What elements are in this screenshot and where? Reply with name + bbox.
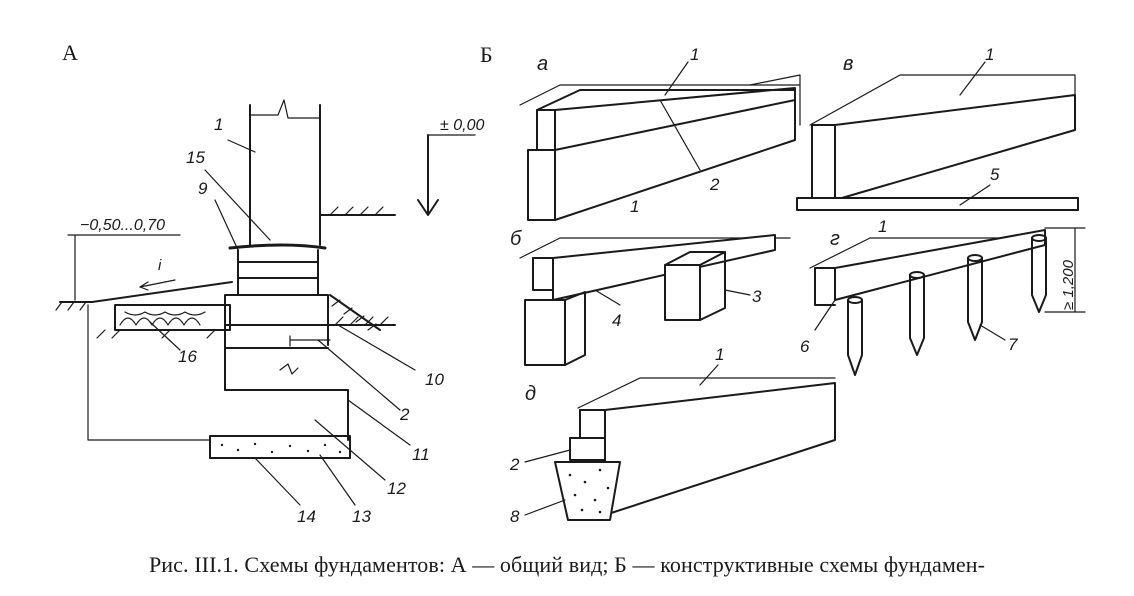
callout-a-9: 9 — [198, 179, 208, 198]
callout-b-b-1: 1 — [630, 197, 639, 216]
ground-slope — [91, 281, 233, 303]
foundation-wall — [224, 294, 329, 391]
zero-level-arrow — [417, 134, 439, 216]
waterproofing-layer — [228, 243, 327, 250]
callout-b-d-1: 1 — [715, 345, 724, 364]
callout-b-d-2: 2 — [509, 455, 520, 474]
callout-a-14: 14 — [297, 507, 316, 526]
foundation-block — [224, 389, 349, 441]
scheme-g-piles: г ≥ 1,200 1 6 7 — [800, 217, 1086, 376]
sub-a-label: а — [537, 53, 548, 75]
callout-b-g-1: 1 — [878, 217, 887, 236]
panel-a-section: А — [55, 40, 484, 526]
concrete-prep — [209, 435, 351, 459]
wall — [249, 104, 321, 246]
foundation-diagram: А — [55, 40, 1086, 526]
slope-label: i — [158, 257, 162, 274]
callout-a-11: 11 — [412, 445, 430, 464]
callout-a-2: 2 — [399, 405, 410, 424]
callout-b-g-6: 6 — [800, 337, 810, 356]
sub-v-label: в — [843, 53, 853, 75]
callout-a-1: 1 — [214, 115, 223, 134]
zero-level-label: ± 0,00 — [440, 117, 484, 134]
callout-a-13: 13 — [352, 507, 371, 526]
wall-break — [249, 99, 321, 119]
callout-b-d-8: 8 — [510, 507, 520, 526]
callout-b-v-5: 5 — [990, 165, 1000, 184]
panel-a-letter: А — [62, 40, 78, 65]
callout-a-12: 12 — [387, 479, 406, 498]
scheme-a-block — [527, 149, 556, 221]
callout-b-g-7: 7 — [1008, 335, 1018, 354]
callout-b-b-3: 3 — [752, 287, 762, 306]
slab-base — [796, 197, 1079, 211]
callout-a-15: 15 — [186, 148, 205, 167]
scheme-d-strip: д 1 2 8 — [509, 345, 836, 526]
panel-b-letter: Б — [480, 42, 493, 67]
sub-g-label: г — [830, 228, 840, 250]
callout-b-a-2: 2 — [709, 175, 720, 194]
scheme-b-pillars: б 1 4 3 — [510, 197, 791, 366]
blind-area — [114, 304, 231, 331]
sub-b-label: б — [510, 228, 522, 250]
sub-d-label: д — [525, 383, 536, 405]
trapezoid-footing — [554, 461, 621, 521]
callout-b-a-1: 1 — [690, 45, 699, 64]
figure-caption: Рис. III.1. Схемы фундаментов: А — общий… — [148, 552, 986, 577]
scheme-v-slab: в 1 5 — [796, 45, 1079, 211]
callout-b-b-4: 4 — [612, 311, 621, 330]
callout-b-v-1: 1 — [985, 45, 994, 64]
plinth-blocks — [237, 249, 319, 296]
pillar-2 — [664, 264, 701, 321]
depth-range-label: −0,50...0,70 — [80, 217, 165, 234]
pile-length-label: ≥ 1,200 — [1060, 259, 1077, 310]
pillar-1 — [524, 299, 566, 366]
scheme-a-strip: а 1 2 — [519, 45, 801, 221]
callout-a-16: 16 — [178, 347, 197, 366]
callout-a-10: 10 — [425, 370, 444, 389]
